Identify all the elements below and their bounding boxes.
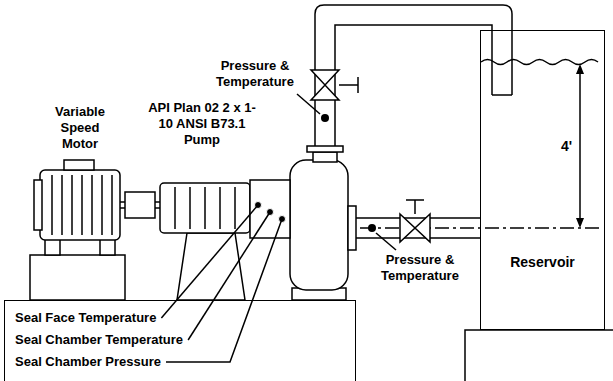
water-surface (481, 60, 598, 65)
motor-fins (52, 175, 112, 235)
valve-handle (339, 77, 358, 93)
seal-chamber (250, 180, 290, 238)
discharge-pipe (315, 5, 512, 146)
sensor-label: Seal Chamber Pressure (15, 351, 161, 373)
dimension-line (579, 70, 581, 222)
discharge-nozzle (313, 152, 337, 162)
gauge-point (368, 224, 376, 232)
sensor-label: Seal Face Temperature (15, 307, 156, 329)
tank-label: Reservoir (481, 253, 604, 271)
suction-flange (348, 206, 356, 250)
leader-line (161, 205, 258, 318)
gauge-label: Pressure & Temperature (370, 252, 470, 284)
discharge-flange (307, 146, 343, 152)
pump-label: API Plan 02 2 x 1-10 ANSI B73.1 Pump (148, 100, 256, 148)
leader-line (166, 219, 282, 362)
sensor-label: Seal Chamber Temperature (15, 329, 183, 351)
bearing-frame (160, 183, 250, 233)
motor-pedestal (30, 255, 125, 300)
arrowhead (576, 218, 584, 228)
discharge-valve (311, 70, 339, 100)
leader-line (376, 233, 396, 250)
arrowhead (576, 64, 584, 74)
suction-valve (400, 214, 430, 242)
reservoir-tank: Reservoir (480, 30, 605, 330)
leader-line (297, 94, 320, 114)
motor-body (40, 170, 120, 240)
leader-line (188, 212, 270, 340)
motor-label: Variable Speed Motor (42, 104, 118, 152)
gauge-point (321, 114, 329, 122)
coupling-guard (125, 192, 155, 218)
reservoir-stand (465, 330, 613, 381)
base-plate: Seal Face TemperatureSeal Chamber Temper… (4, 300, 356, 381)
frame-ribs (175, 187, 235, 229)
motor-end-bell (34, 180, 42, 230)
terminal-box (64, 160, 94, 170)
valve-handle (406, 200, 424, 214)
gauge-label: Pressure & Temperature (205, 58, 305, 90)
dimension-label: 4' (554, 138, 572, 154)
discharge-pipe (335, 25, 512, 146)
pump-casing (290, 160, 348, 290)
